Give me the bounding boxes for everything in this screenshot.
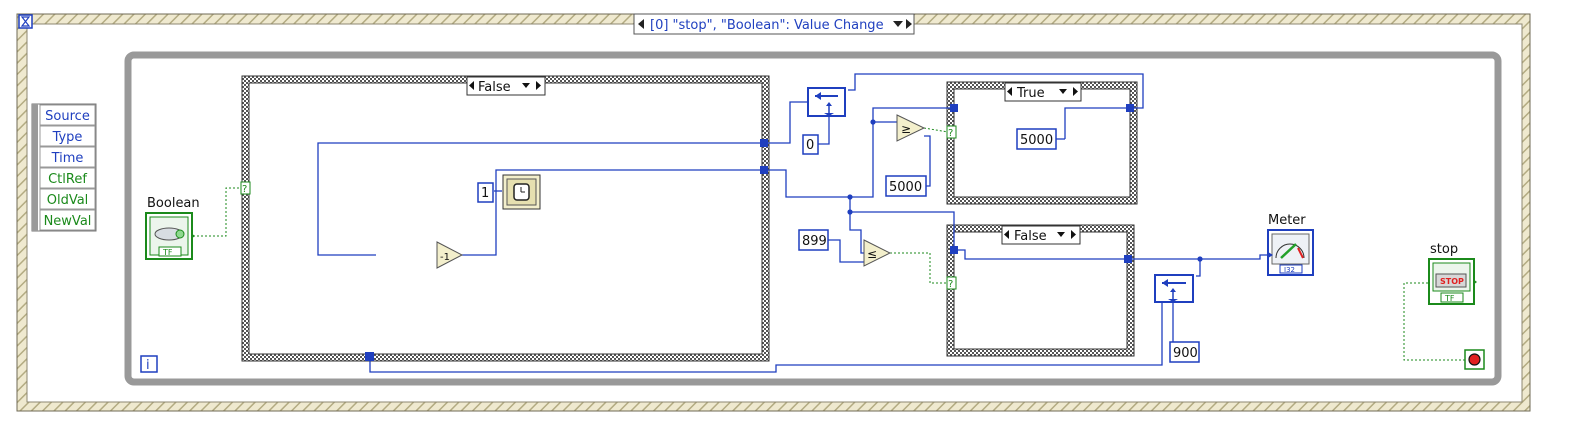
iteration-label: i xyxy=(146,358,150,373)
selector-dropdown-icon[interactable] xyxy=(893,21,903,27)
stop-button-control[interactable]: stop STOP TF xyxy=(1428,242,1477,305)
case-top-next-icon[interactable] xyxy=(1073,87,1078,96)
case-bottom-next-icon[interactable] xyxy=(1071,230,1076,239)
constant-1-value: 1 xyxy=(481,186,489,201)
constant-899-value: 899 xyxy=(802,234,827,249)
case-left-dropdown-icon[interactable] xyxy=(522,83,530,88)
feedback-arrow-icon xyxy=(815,92,821,100)
boolean-terminal-text: TF xyxy=(162,248,173,257)
stop-terminal-text: TF xyxy=(1444,294,1455,303)
loop-condition-terminal[interactable] xyxy=(1464,349,1485,370)
constant-5000-a-value: 5000 xyxy=(889,180,922,195)
event-data-item[interactable] xyxy=(39,125,96,147)
constant-5000-b[interactable]: 5000 xyxy=(1016,128,1057,150)
question-mark-label: ? xyxy=(242,184,247,195)
gauge-dial-icon xyxy=(1275,243,1305,259)
less-or-equal-function[interactable]: ≤ xyxy=(863,239,892,267)
case-left-selector-label: False xyxy=(478,80,511,95)
constant-0-value: 0 xyxy=(806,138,814,153)
event-data-item-label: Source xyxy=(45,109,90,124)
question-mark-label: ? xyxy=(948,279,953,290)
case-bottom-prev-icon[interactable] xyxy=(1004,230,1009,239)
case-selector-terminal-left[interactable]: ? xyxy=(240,181,251,195)
case-bottom-dropdown-icon[interactable] xyxy=(1057,232,1065,237)
numeric-wires xyxy=(317,73,1268,373)
case-top-selector-label: True xyxy=(1016,86,1045,101)
constant-899[interactable]: 899 xyxy=(798,229,829,251)
boolean-control[interactable]: Boolean TF xyxy=(145,196,200,260)
case-left-prev-icon[interactable] xyxy=(469,81,474,90)
event-data-item[interactable] xyxy=(39,209,96,231)
case-bottom-selector-label: False xyxy=(1014,229,1047,244)
event-data-item-label: NewVal xyxy=(44,214,92,229)
event-data-item-label: Type xyxy=(52,130,83,145)
constant-0[interactable]: 0 xyxy=(802,134,819,155)
constant-5000-b-value: 5000 xyxy=(1020,133,1053,148)
event-data-item[interactable] xyxy=(39,104,96,126)
hourglass-icon[interactable] xyxy=(18,14,33,29)
iteration-terminal: i xyxy=(140,355,158,373)
event-data-item-label: CtlRef xyxy=(48,172,87,187)
case-selector-terminal-top[interactable]: ? xyxy=(946,125,957,139)
event-case-label: [0] "stop", "Boolean": Value Change xyxy=(650,18,884,33)
constant-900-value: 900 xyxy=(1173,346,1198,361)
meter-indicator[interactable]: Meter I32 xyxy=(1267,213,1314,276)
case-structure-bottom-right[interactable]: False xyxy=(946,224,1135,357)
stop-if-true-icon xyxy=(1468,353,1481,366)
greater-or-equal-function[interactable]: ≥ xyxy=(896,114,926,142)
selector-left-arrow-icon[interactable] xyxy=(638,19,644,29)
event-case-selector[interactable]: [0] "stop", "Boolean": Value Change xyxy=(633,13,915,35)
case-left-next-icon[interactable] xyxy=(536,81,541,90)
decrement-function[interactable]: -1 xyxy=(436,241,464,269)
case-structure-left[interactable]: False xyxy=(241,75,770,362)
event-data-item[interactable] xyxy=(39,146,96,168)
meter-label: Meter xyxy=(1268,213,1306,228)
feedback-node-top[interactable] xyxy=(807,87,846,117)
case-selector-terminal-bottom[interactable]: ? xyxy=(946,276,957,290)
feedback-arrow-icon xyxy=(1162,279,1168,287)
while-loop[interactable] xyxy=(124,51,1502,386)
stop-button-text: STOP xyxy=(1440,277,1464,286)
constant-5000-a[interactable]: 5000 xyxy=(885,175,927,197)
event-data-item-label: OldVal xyxy=(47,193,89,208)
constant-900[interactable]: 900 xyxy=(1169,341,1200,363)
le-symbol: ≤ xyxy=(867,247,877,261)
question-mark-label: ? xyxy=(948,128,953,139)
event-data-item[interactable] xyxy=(39,188,96,210)
ge-symbol: ≥ xyxy=(901,122,911,136)
event-data-item[interactable] xyxy=(39,167,96,189)
constant-1[interactable]: 1 xyxy=(477,182,494,203)
stop-label: stop xyxy=(1430,242,1458,257)
case-top-prev-icon[interactable] xyxy=(1007,87,1012,96)
case-top-dropdown-icon[interactable] xyxy=(1059,89,1067,94)
event-data-item-label: Time xyxy=(51,151,84,166)
boolean-wires xyxy=(193,127,1465,361)
selector-right-arrow-icon[interactable] xyxy=(906,19,912,29)
wait-function[interactable] xyxy=(502,174,541,210)
feedback-node-bottom[interactable] xyxy=(1154,274,1194,303)
tunnels xyxy=(365,104,1203,361)
decrement-label: -1 xyxy=(440,252,450,263)
boolean-label: Boolean xyxy=(147,196,200,211)
meter-terminal-text: I32 xyxy=(1284,266,1295,274)
